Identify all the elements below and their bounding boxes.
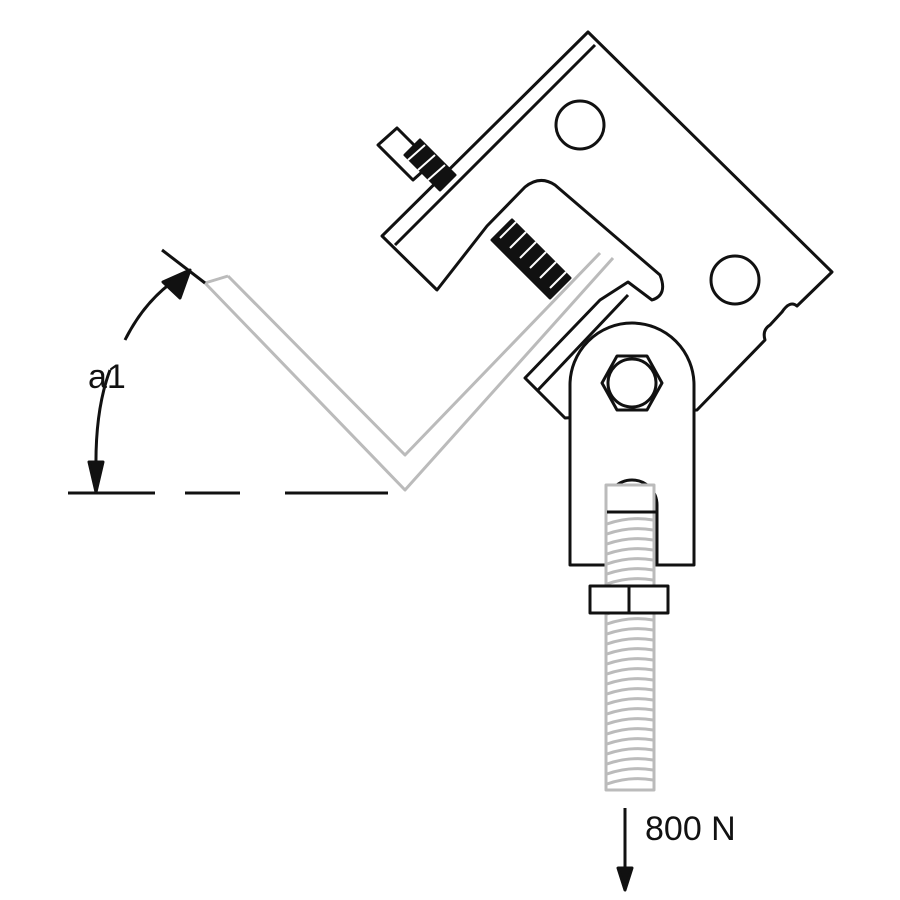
- angle-beam-ghost: [203, 251, 615, 492]
- thread-line: [606, 757, 654, 766]
- thread-line: [606, 707, 654, 716]
- thread-line: [606, 737, 654, 746]
- thread-line: [606, 667, 654, 676]
- thread-line: [606, 767, 654, 776]
- thread-line: [606, 527, 654, 536]
- angle-label: a1: [88, 358, 126, 396]
- threaded-rod: [588, 483, 670, 792]
- thread-line: [606, 637, 654, 646]
- thread-line: [606, 677, 654, 686]
- load-arrow: [616, 808, 634, 892]
- thread-line: [606, 717, 654, 726]
- thread-line: [606, 547, 654, 556]
- thread-line: [606, 777, 654, 786]
- thread-line: [606, 537, 654, 546]
- load-label: 800 N: [645, 810, 736, 848]
- clamp-screw: [490, 218, 572, 300]
- set-screw-top: [376, 126, 457, 192]
- clamp-body: [380, 30, 834, 420]
- thread-line: [606, 577, 654, 586]
- thread-line: [606, 647, 654, 656]
- thread-line: [606, 567, 654, 576]
- thread-line: [606, 747, 654, 756]
- thread-line: [606, 687, 654, 696]
- thread-line: [606, 617, 654, 626]
- thread-line: [606, 697, 654, 706]
- thread-line: [606, 517, 654, 526]
- thread-line: [606, 557, 654, 566]
- angle-dimension: [68, 248, 388, 495]
- thread-line: [606, 727, 654, 736]
- thread-line: [606, 627, 654, 636]
- thread-line: [606, 657, 654, 666]
